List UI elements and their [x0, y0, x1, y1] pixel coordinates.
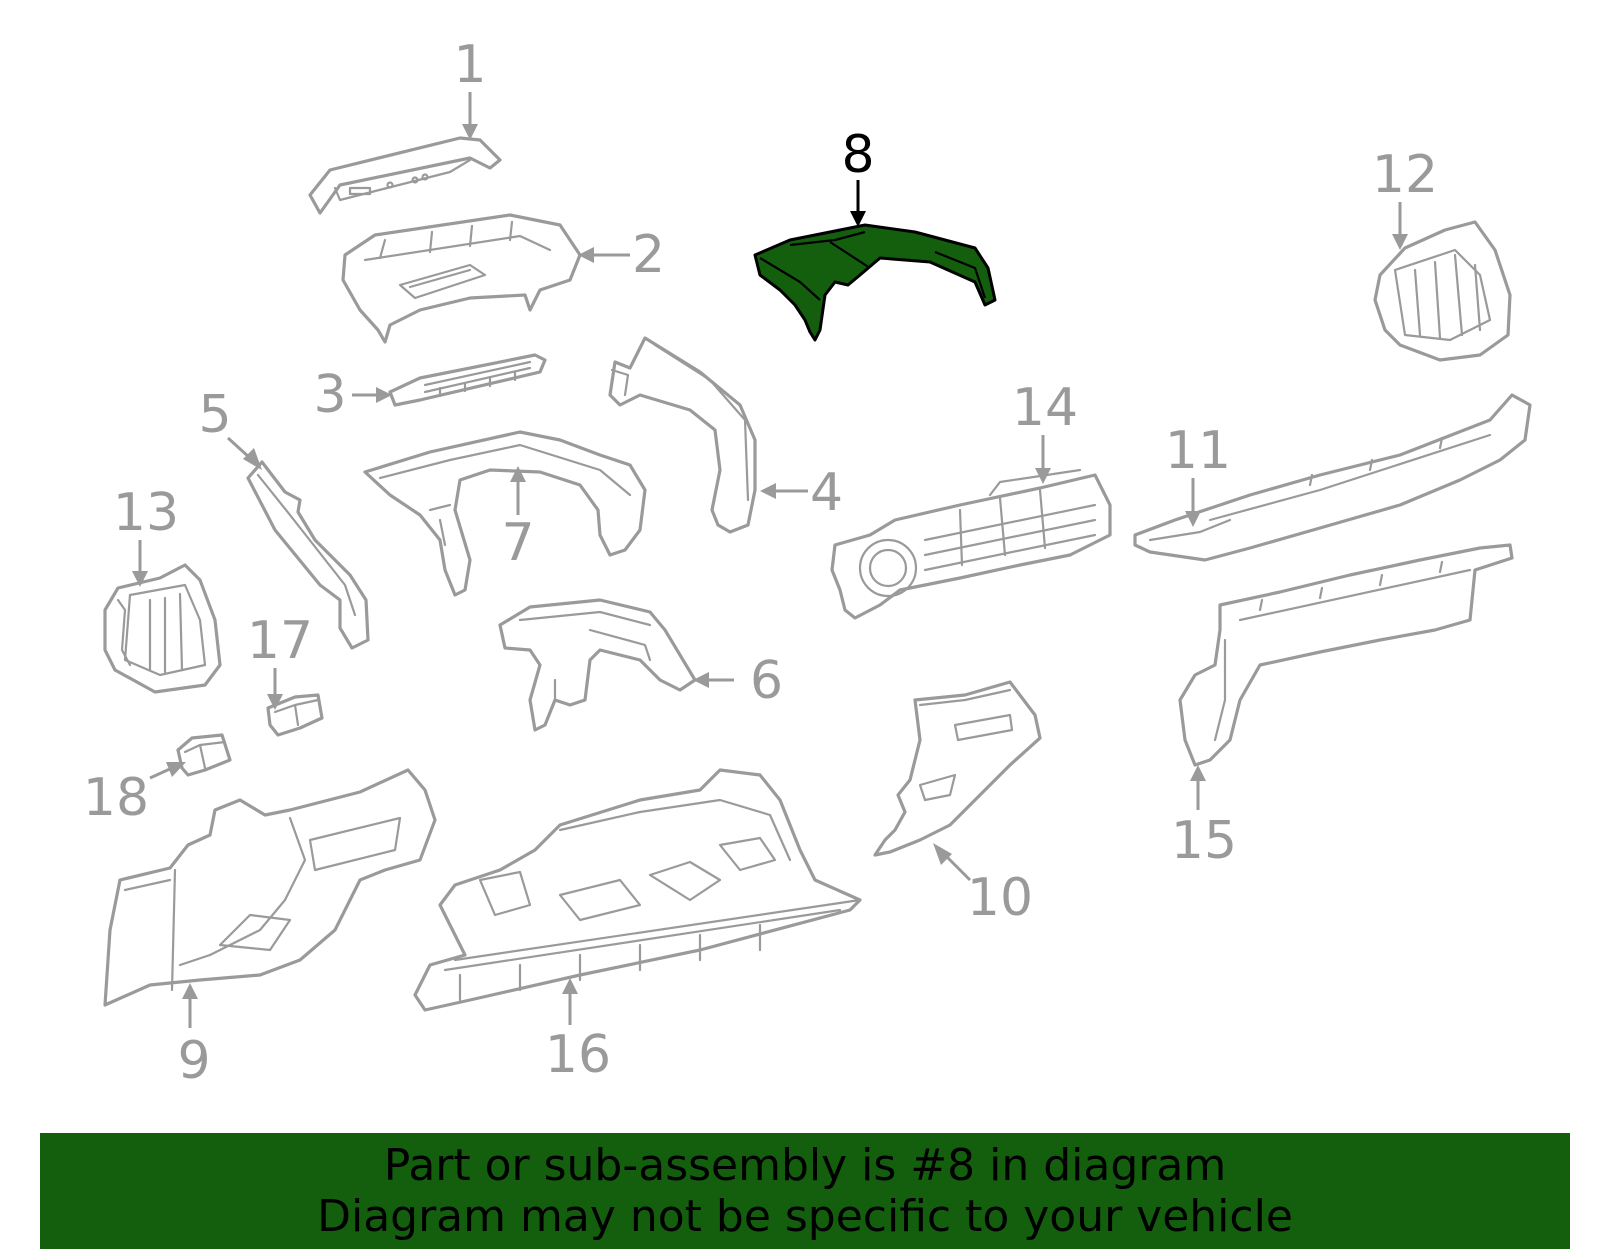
disclaimer-banner: Part or sub-assembly is #8 in diagram Di… — [40, 1133, 1570, 1249]
callout-15[interactable]: 15 — [1171, 811, 1237, 871]
leader-lines — [132, 92, 1408, 1028]
part-14-center-vent[interactable] — [830, 468, 1112, 620]
banner-line-2: Diagram may not be specific to your vehi… — [317, 1191, 1293, 1242]
part-10-side-trim[interactable] — [873, 680, 1042, 857]
callout-labels: 1 2 3 4 5 6 7 8 9 10 11 12 13 14 15 16 1… — [83, 35, 1438, 1091]
part-18-switch[interactable] — [176, 733, 232, 777]
callout-18[interactable]: 18 — [83, 768, 149, 828]
part-13-left-vent[interactable] — [103, 563, 222, 694]
callout-7[interactable]: 7 — [501, 513, 534, 573]
part-1-trim-strip[interactable] — [308, 136, 502, 215]
part-16-glovebox[interactable] — [413, 768, 862, 1012]
banner-line-1: Part or sub-assembly is #8 in diagram — [383, 1140, 1227, 1191]
part-4-side-trim[interactable] — [608, 336, 757, 534]
leader-line-8 — [850, 180, 866, 227]
part-12-right-vent[interactable] — [1373, 220, 1512, 362]
part-7-center-bezel[interactable] — [363, 430, 647, 597]
callout-12[interactable]: 12 — [1372, 145, 1438, 205]
callout-10[interactable]: 10 — [967, 868, 1033, 928]
callout-16[interactable]: 16 — [545, 1025, 611, 1085]
callout-14[interactable]: 14 — [1012, 378, 1078, 438]
callout-17[interactable]: 17 — [247, 611, 313, 671]
part-15-lower-dash[interactable] — [1178, 543, 1514, 767]
part-5-pillar-trim[interactable] — [246, 460, 370, 650]
part-9-lower-panel[interactable] — [103, 768, 437, 1007]
callout-4[interactable]: 4 — [810, 463, 843, 523]
part-2-instrument-housing[interactable] — [341, 213, 582, 344]
part-3-vent-strip[interactable] — [388, 353, 547, 407]
part-11-dash-bar[interactable] — [1133, 393, 1532, 562]
part-17-switch[interactable] — [266, 693, 324, 737]
callout-3[interactable]: 3 — [313, 365, 346, 425]
callout-5[interactable]: 5 — [198, 385, 231, 445]
callout-8[interactable]: 8 — [841, 125, 874, 185]
callout-6[interactable]: 6 — [750, 651, 783, 711]
callout-2[interactable]: 2 — [632, 225, 665, 285]
part-6-column-cover[interactable] — [498, 598, 697, 732]
callout-9[interactable]: 9 — [177, 1031, 210, 1091]
callout-11[interactable]: 11 — [1165, 421, 1231, 481]
callout-1[interactable]: 1 — [453, 35, 486, 95]
callout-13[interactable]: 13 — [113, 483, 179, 543]
part-8-cluster-hood[interactable] — [753, 223, 997, 342]
